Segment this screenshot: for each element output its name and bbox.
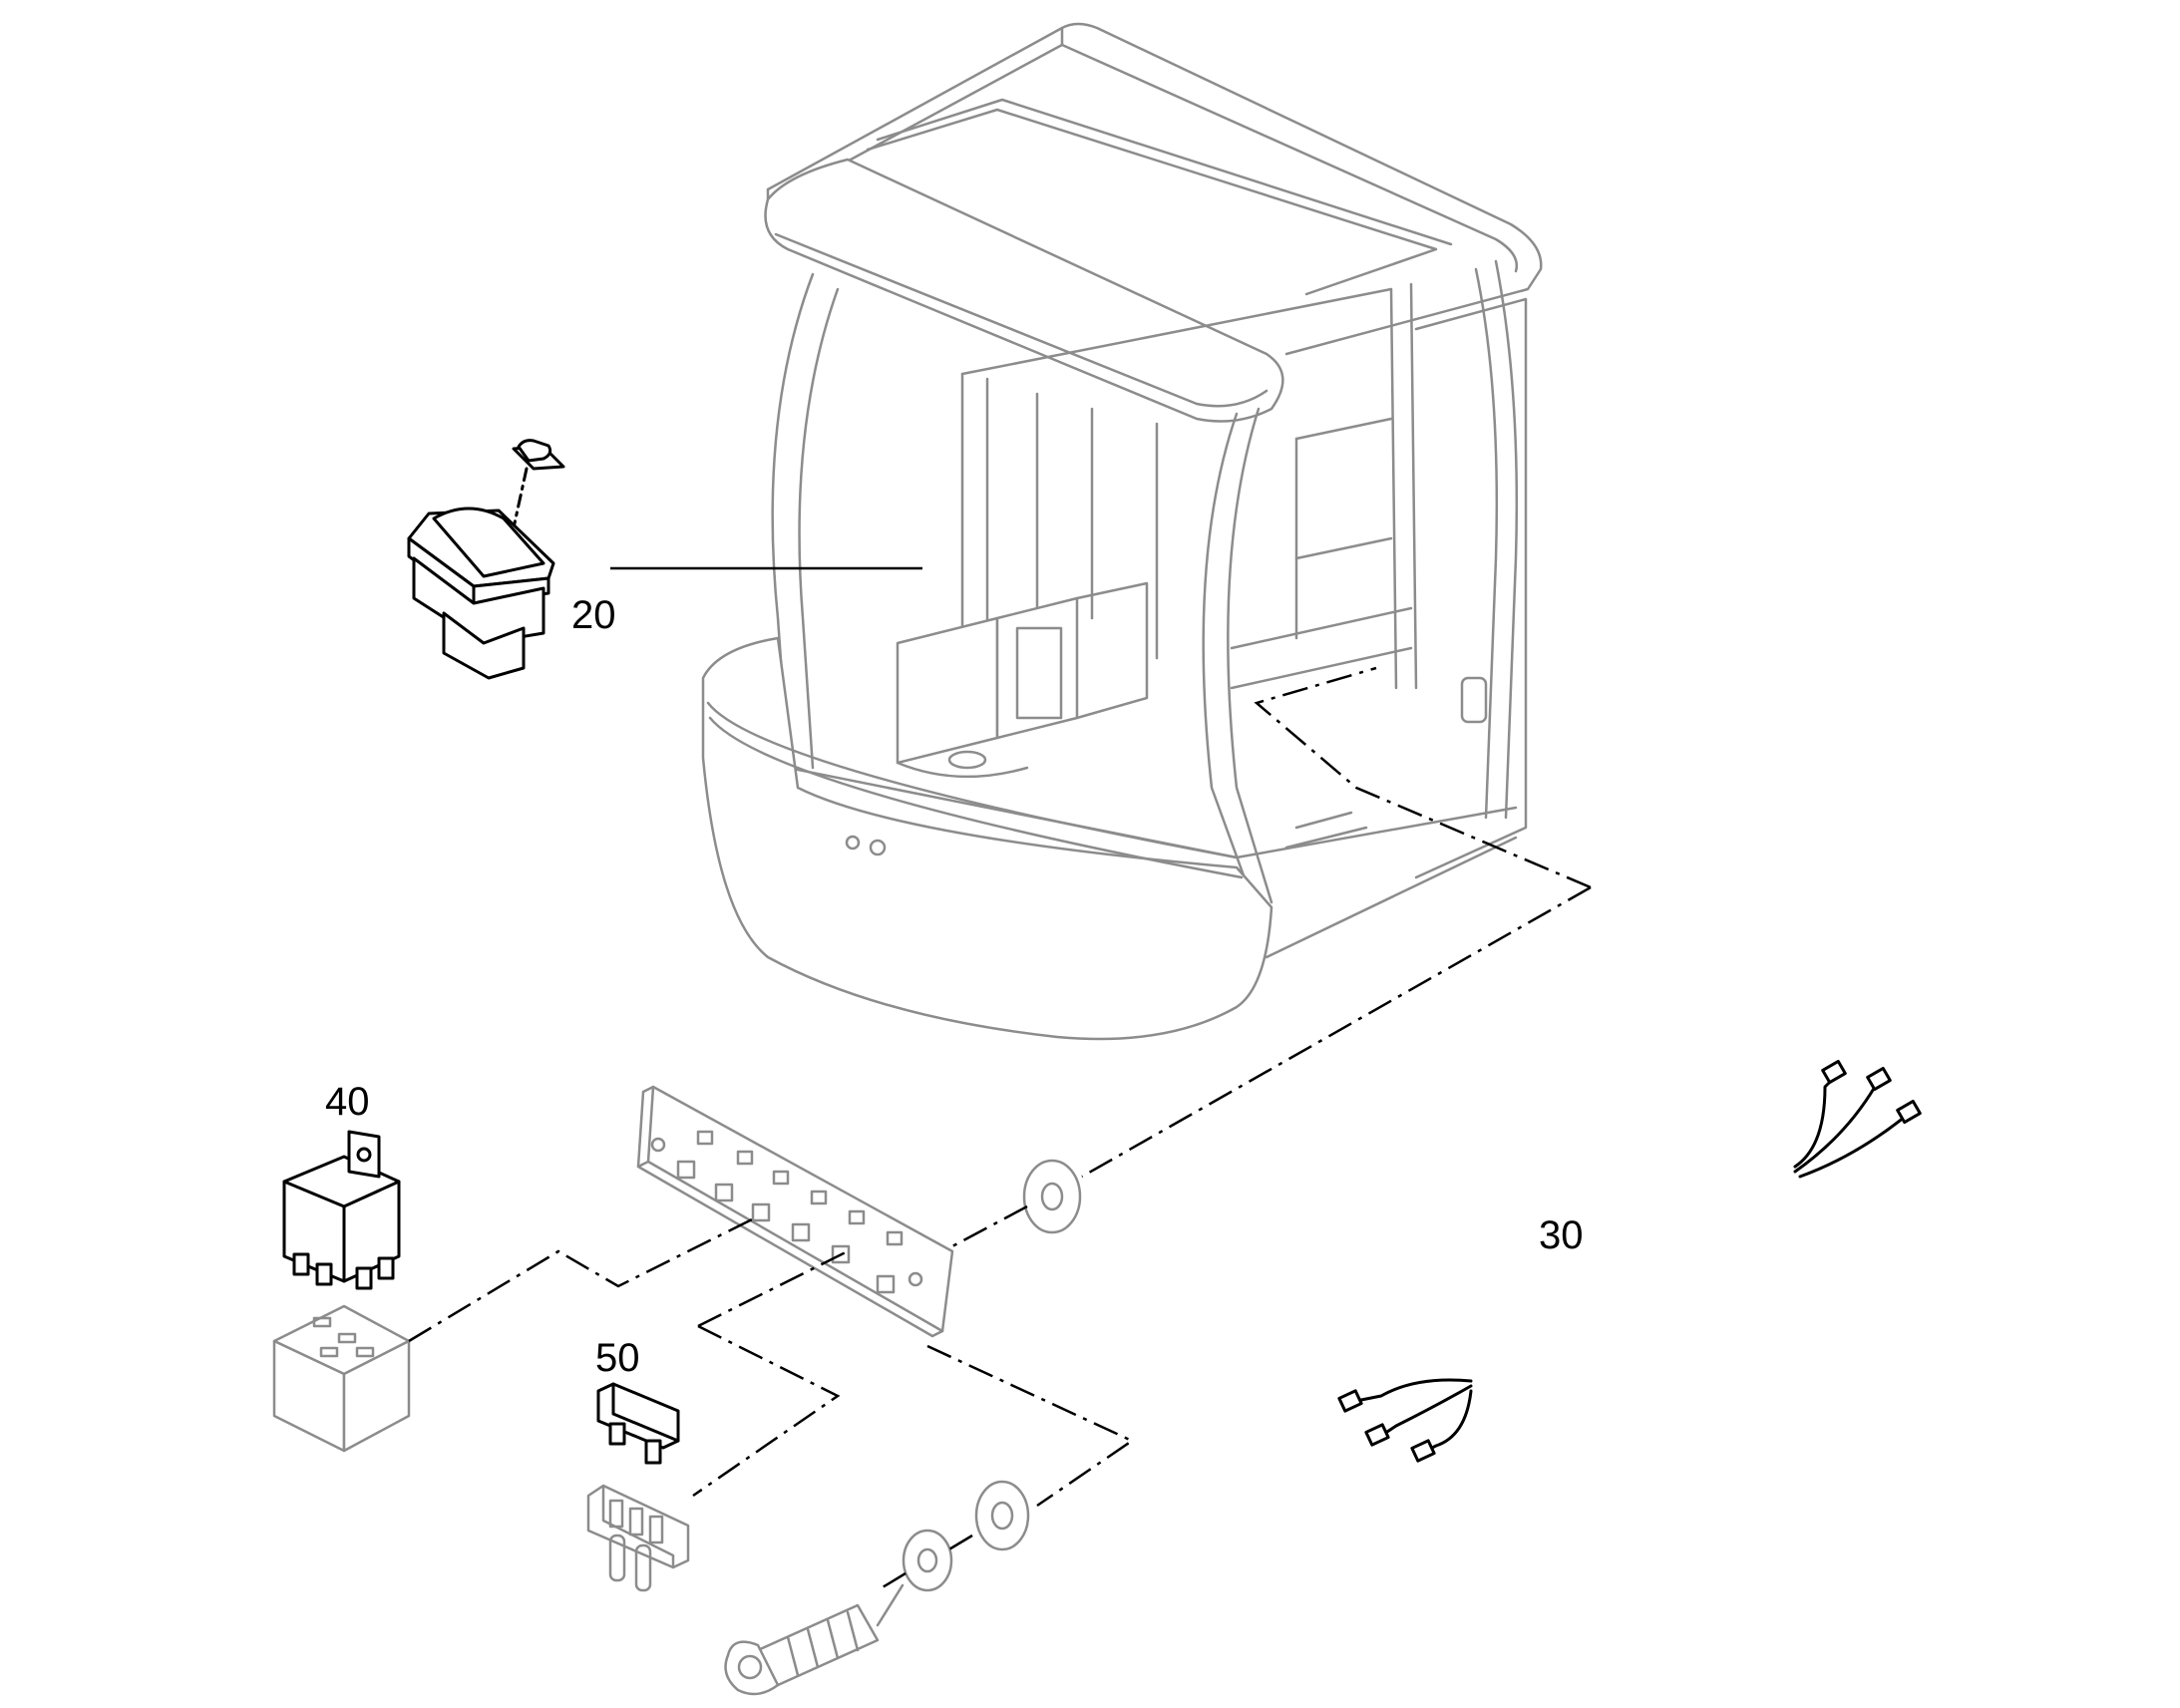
wire-harness-icon bbox=[1337, 1059, 1922, 1463]
callout-50: 50 bbox=[595, 1336, 640, 1380]
callout-20: 20 bbox=[571, 593, 616, 637]
relay-icon bbox=[282, 1130, 401, 1290]
fuse-holder-icon bbox=[586, 1484, 690, 1592]
fuse-icon bbox=[596, 1382, 680, 1465]
cab-frame-icon bbox=[701, 22, 1543, 1041]
rocker-switch-icon bbox=[407, 439, 565, 680]
relay-panel-icon bbox=[636, 1085, 954, 1338]
washer-icon bbox=[902, 1529, 953, 1592]
relay-socket-icon bbox=[272, 1304, 411, 1453]
assembly-lines bbox=[408, 666, 1592, 1592]
bolt-icon bbox=[724, 1583, 905, 1696]
washer-icon bbox=[1022, 1159, 1082, 1234]
callout-40: 40 bbox=[325, 1080, 370, 1124]
washer-icon bbox=[974, 1480, 1030, 1551]
callout-30: 30 bbox=[1539, 1213, 1584, 1257]
